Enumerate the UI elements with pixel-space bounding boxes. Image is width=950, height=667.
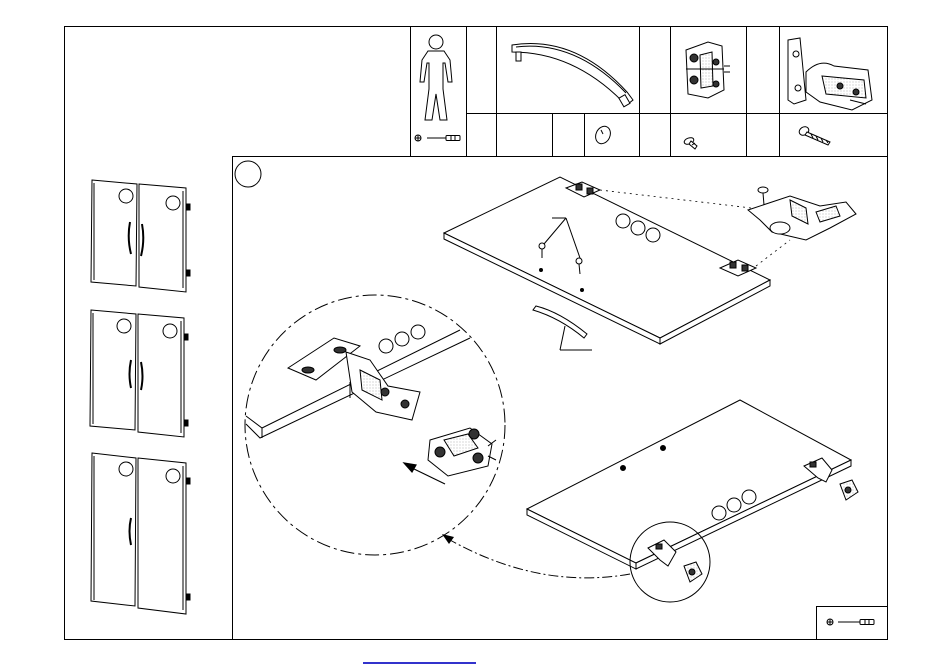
door-pair-option-2 bbox=[90, 310, 188, 437]
door-pair-option-3 bbox=[91, 453, 190, 614]
detail-leader-arrowhead bbox=[442, 534, 454, 544]
handle-part bbox=[533, 306, 592, 350]
cup-hinge-exploded bbox=[748, 187, 856, 240]
screwdriver-icon bbox=[415, 135, 460, 141]
person-figure-icon bbox=[420, 35, 452, 120]
cup-hinge-icon bbox=[788, 38, 872, 110]
door-pair-option-1 bbox=[91, 180, 190, 292]
step-number-badge bbox=[235, 161, 261, 187]
detail-magnifier bbox=[245, 295, 505, 555]
door-handle-icon bbox=[512, 44, 633, 107]
detail-hinge-assembly bbox=[288, 325, 425, 420]
short-screw-icon bbox=[683, 136, 697, 149]
sheet-frame bbox=[65, 27, 888, 640]
link-underline[interactable] bbox=[363, 662, 476, 664]
long-screw-icon bbox=[798, 125, 830, 145]
hinge-mounting-plate-icon bbox=[686, 42, 730, 98]
detail-mounting-plate bbox=[428, 428, 496, 476]
door-panel-bottom bbox=[527, 400, 851, 569]
oval-washer-icon bbox=[593, 124, 613, 146]
door-panel-top bbox=[444, 177, 770, 344]
tool-box bbox=[817, 607, 888, 640]
